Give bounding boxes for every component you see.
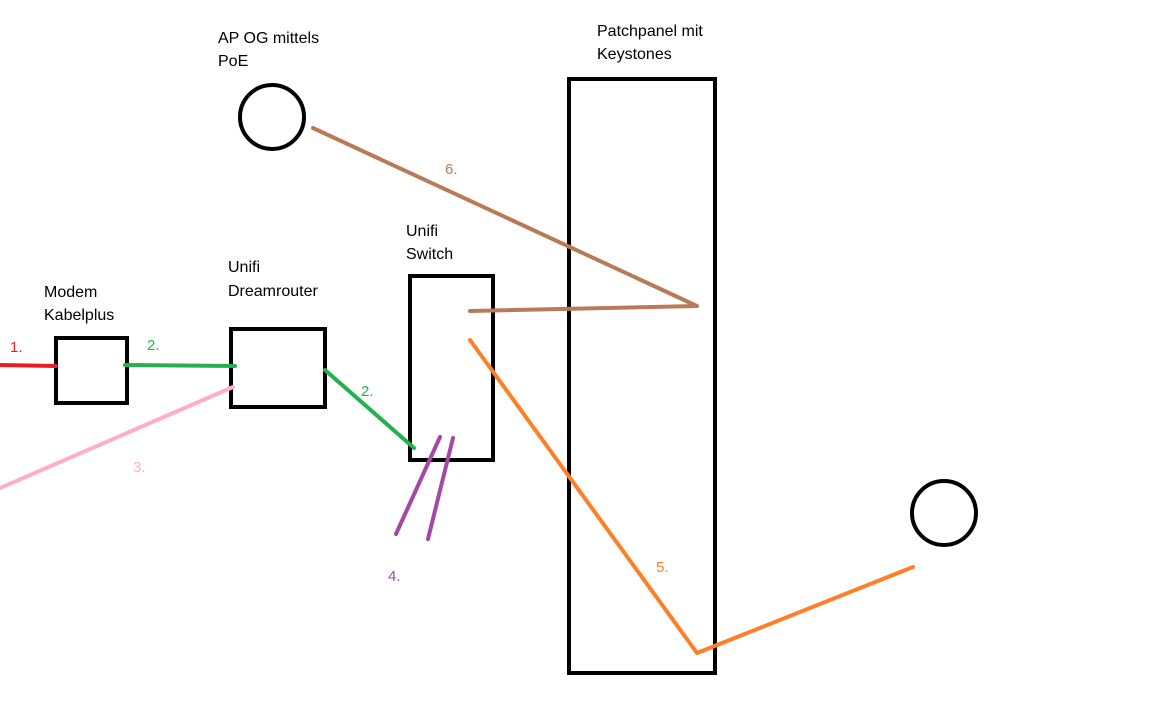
access-point-og [238,83,306,151]
access-point-2 [910,479,978,547]
cable-3-label: 3. [133,459,146,476]
switch-label-line2: Switch [406,246,453,263]
switch-label-line1: Unifi [406,223,438,240]
cable-4-label: 4. [388,568,401,585]
cable-1-label: 1. [10,339,23,356]
cable-2-router-switch [323,368,416,450]
modem-label: Modem Kabelplus [44,284,114,324]
cable-2-modem-router [123,363,237,368]
patchpanel-label: Patchpanel mit Keystones [597,23,703,63]
patchpanel-label-line1: Patchpanel mit [597,23,703,40]
cable-4-purple-a [394,435,442,536]
cable-3-pink [0,385,235,490]
cable-6-label: 6. [445,161,458,178]
router-label-line1: Unifi [228,259,260,276]
patchpanel-label-line2: Keystones [597,46,672,63]
cable-5-label: 5. [656,559,669,576]
ap-label-line1: AP OG mittels [218,30,319,47]
cable-6-brown [311,126,699,313]
ap-label: AP OG mittels PoE [218,30,319,70]
cable-1-red [0,363,58,368]
cable-5-orange [468,338,915,655]
patchpanel-box [567,77,717,675]
cable-4-purple-b [426,436,455,541]
router-label-line2: Dreamrouter [228,283,318,300]
switch-box [408,274,495,462]
cable-2-label-a: 2. [147,337,160,354]
router-label: Unifi Dreamrouter [228,259,318,300]
modem-box [54,336,129,405]
ap-label-line2: PoE [218,53,248,70]
modem-label-line2: Kabelplus [44,307,114,324]
modem-label-line1: Modem [44,284,97,301]
router-box [229,327,327,409]
cable-2-label-b: 2. [361,383,374,400]
switch-label: Unifi Switch [406,223,453,263]
